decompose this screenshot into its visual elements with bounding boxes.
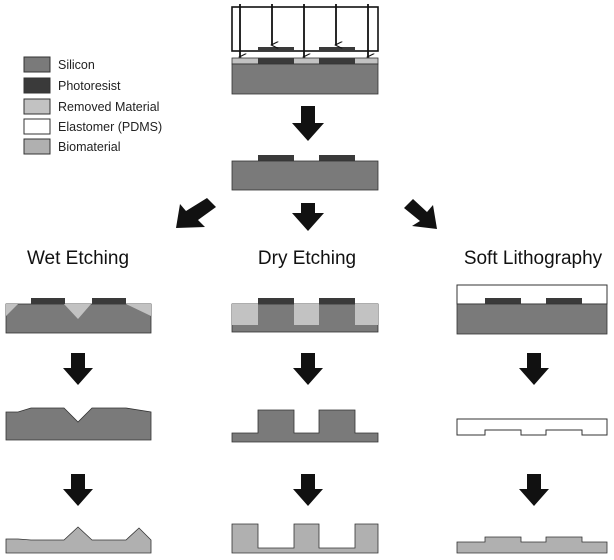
dry-etching-step-3 bbox=[231, 523, 379, 554]
etch-region bbox=[232, 304, 258, 325]
silicon-wafer bbox=[231, 160, 379, 191]
photoresist-pattern bbox=[92, 298, 126, 304]
biomaterial-replica bbox=[456, 536, 608, 554]
legend-label-photoresist: Photoresist bbox=[58, 79, 121, 93]
etch-region bbox=[355, 304, 378, 325]
biomaterial-replica bbox=[5, 526, 152, 554]
legend-swatch-biomaterial bbox=[23, 138, 51, 155]
column-title-dry-etching: Dry Etching bbox=[258, 248, 356, 269]
legend-item-photoresist: Photoresist bbox=[23, 77, 121, 94]
soft-lithography-column bbox=[456, 284, 608, 554]
etch-region bbox=[64, 304, 91, 319]
diagonal-left-arrow-icon bbox=[176, 198, 216, 228]
dry-etching-column bbox=[231, 298, 379, 554]
photomask bbox=[231, 6, 379, 52]
legend-swatch-silicon bbox=[23, 56, 51, 73]
wet-etching-step-1 bbox=[5, 298, 152, 334]
legend-swatch-elastomer bbox=[23, 118, 51, 135]
legend: Silicon Photoresist Removed Material Ela… bbox=[23, 56, 162, 155]
column-title-soft-lithography: Soft Lithography bbox=[464, 248, 603, 269]
photoresist-pattern bbox=[319, 155, 355, 161]
legend-item-biomaterial: Biomaterial bbox=[23, 138, 121, 155]
legend-label-elastomer: Elastomer (PDMS) bbox=[58, 120, 162, 134]
wet-etching-step-3 bbox=[5, 526, 152, 554]
photoresist-pattern bbox=[31, 298, 65, 304]
wet-etching-step-2 bbox=[5, 407, 152, 441]
legend-item-removed-material: Removed Material bbox=[23, 98, 159, 115]
pdms-layer bbox=[456, 284, 608, 305]
photoresist-pattern bbox=[546, 298, 582, 304]
photoresist-pattern bbox=[258, 155, 294, 161]
silicon-wafer bbox=[456, 303, 608, 335]
photoresist-pattern bbox=[319, 58, 355, 64]
biomaterial-replica bbox=[231, 523, 379, 554]
mask-opaque-region bbox=[258, 47, 294, 51]
etched-silicon bbox=[231, 409, 379, 443]
photoresist-pattern bbox=[258, 298, 294, 304]
wet-etching-column bbox=[5, 298, 152, 554]
legend-item-silicon: Silicon bbox=[23, 56, 95, 73]
down-arrow-icon bbox=[293, 353, 323, 385]
column-title-wet-etching: Wet Etching bbox=[27, 248, 129, 269]
mask-opaque-region bbox=[319, 47, 355, 51]
dry-etching-step-2 bbox=[231, 409, 379, 443]
etch-region bbox=[126, 304, 151, 316]
soft-lithography-step-2 bbox=[456, 418, 608, 436]
soft-lithography-step-1 bbox=[456, 284, 608, 335]
photoresist-pattern bbox=[485, 298, 521, 304]
down-arrow-icon bbox=[292, 203, 324, 231]
legend-label-removed-material: Removed Material bbox=[58, 100, 159, 114]
dry-etching-step-1 bbox=[231, 298, 379, 333]
legend-swatch-removed-material bbox=[23, 98, 51, 115]
down-arrow-icon bbox=[63, 353, 93, 385]
uv-exposure-step bbox=[231, 4, 379, 95]
etched-silicon bbox=[5, 407, 152, 441]
down-arrow-icon bbox=[292, 106, 324, 141]
soft-lithography-step-3 bbox=[456, 536, 608, 554]
uv-exposure-arrows-icon bbox=[240, 4, 368, 57]
legend-label-silicon: Silicon bbox=[58, 58, 95, 72]
etch-region bbox=[6, 304, 18, 316]
down-arrow-icon bbox=[293, 474, 323, 506]
down-arrow-icon bbox=[519, 353, 549, 385]
exposed-resist-layer bbox=[231, 57, 379, 65]
legend-label-biomaterial: Biomaterial bbox=[58, 140, 121, 154]
photoresist-pattern bbox=[258, 58, 294, 64]
etch-region bbox=[294, 304, 319, 325]
developed-wafer bbox=[231, 155, 379, 191]
pdms-mold bbox=[456, 418, 608, 436]
silicon-wafer bbox=[231, 63, 379, 95]
photoresist-pattern bbox=[319, 298, 355, 304]
down-arrow-icon bbox=[63, 474, 93, 506]
diagonal-right-arrow-icon bbox=[404, 199, 437, 229]
legend-swatch-photoresist bbox=[23, 77, 51, 94]
legend-item-elastomer: Elastomer (PDMS) bbox=[23, 118, 162, 135]
down-arrow-icon bbox=[519, 474, 549, 506]
